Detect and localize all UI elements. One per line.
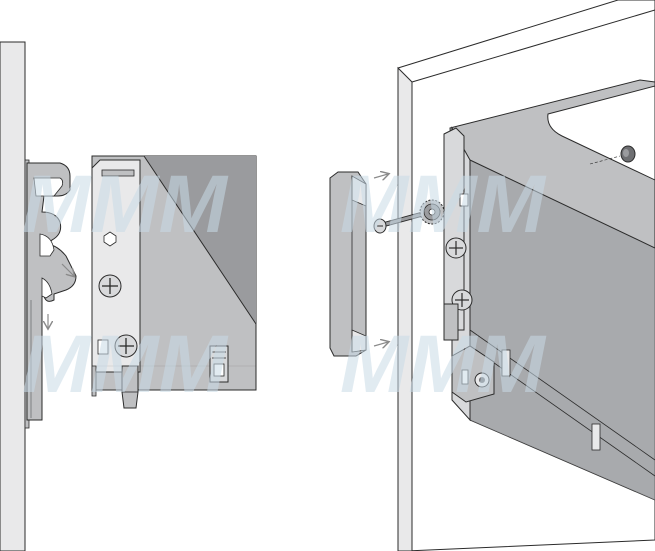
watermark: MMM MMM MMM MMM <box>22 159 547 410</box>
mounting-bracket <box>443 127 495 403</box>
end-cap <box>329 172 388 357</box>
serrated-washer <box>419 199 445 225</box>
watermark-text: MMM <box>22 159 229 250</box>
wall-panel <box>0 41 30 551</box>
watermark-text: MMM <box>340 159 547 250</box>
dowel-nut <box>589 145 636 165</box>
locking-clip <box>91 345 229 409</box>
drawer-side <box>449 79 655 501</box>
hook-bracket <box>26 162 77 421</box>
left-assembly <box>0 41 257 551</box>
watermark-text: MMM <box>22 319 229 410</box>
watermark-text: MMM <box>340 319 547 410</box>
right-assembly <box>329 0 655 551</box>
adjustment-screw <box>97 274 138 358</box>
